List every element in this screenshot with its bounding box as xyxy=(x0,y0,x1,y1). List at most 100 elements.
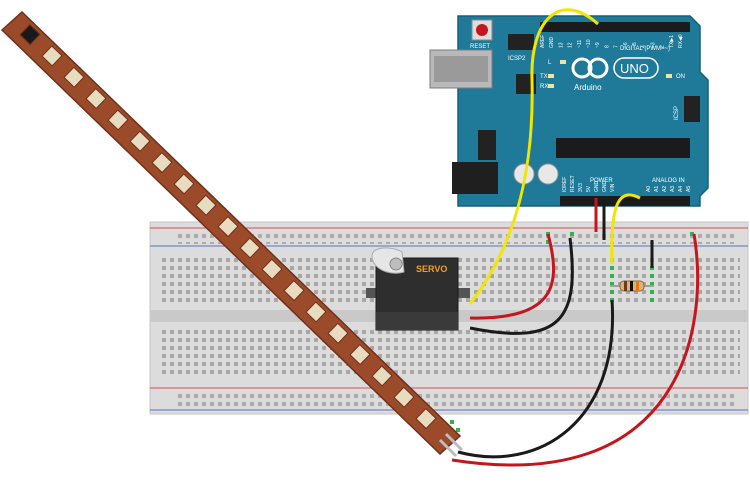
power-analog-header xyxy=(560,196,690,206)
digital-pin-label-15: RX◀0 xyxy=(678,34,684,48)
led-tx-label: TX xyxy=(540,74,548,80)
signal-wire-servo xyxy=(468,8,599,305)
power-pin-label-2: 3V3 xyxy=(578,183,584,192)
analog-pin-label-3: A3 xyxy=(670,186,676,192)
reset-button-cap xyxy=(476,24,488,36)
flex-segment xyxy=(41,45,63,67)
flex-segment xyxy=(349,343,371,366)
digital-pin-label-2: 13 xyxy=(558,42,564,48)
flex-segment xyxy=(151,151,173,174)
analog-label: ANALOG IN xyxy=(652,178,685,184)
capacitor-2 xyxy=(537,163,559,185)
flex-segment xyxy=(129,130,151,152)
flex-segment xyxy=(327,322,349,344)
analog-pin-label-2: A2 xyxy=(662,186,668,192)
uno-badge xyxy=(613,57,659,79)
led-l xyxy=(560,60,566,64)
flex-segment xyxy=(195,194,217,216)
wires xyxy=(451,8,700,467)
analog-pin-label-1: A1 xyxy=(654,186,660,192)
digital-pin-label-7: 8 xyxy=(604,45,610,48)
power-pin-label-4: GND xyxy=(594,181,600,193)
led-l-label: L xyxy=(548,60,552,66)
flex-segment xyxy=(107,109,129,131)
ground-wire-flex xyxy=(457,299,615,459)
led-rx xyxy=(548,84,554,88)
digital-pin-label-5: ~10 xyxy=(586,39,592,48)
top-rail-holes xyxy=(176,230,736,244)
power-wire-servo xyxy=(469,233,556,320)
icsp-label: ICSP xyxy=(674,106,680,120)
on-label: ON xyxy=(676,74,685,80)
flex-segment xyxy=(239,237,261,259)
power-label: POWER xyxy=(590,178,613,184)
digital-label: DIGITAL (PWM=~) xyxy=(620,46,670,52)
flex-segment xyxy=(305,301,327,323)
servo-motor: SERVO xyxy=(366,247,470,331)
flex-segment xyxy=(19,23,41,46)
flex-sensor xyxy=(0,10,464,458)
signal-wire-analog xyxy=(610,193,641,265)
digital-pin-label-14: TX▶1 xyxy=(669,35,675,48)
brand-label: Arduino xyxy=(574,83,602,92)
flex-sensor-segments xyxy=(19,23,437,430)
digital-pin-label-10: ~5 xyxy=(632,42,638,48)
resistor xyxy=(610,280,654,292)
bottom-rail-holes xyxy=(176,392,736,406)
flex-segment xyxy=(63,66,85,88)
digital-pin-label-0: AREF xyxy=(540,35,546,48)
ground-wire-servo xyxy=(469,237,574,335)
bottom-terminal-holes xyxy=(160,328,740,376)
voltage-regulator xyxy=(478,130,496,160)
flex-segment xyxy=(261,258,283,280)
analog-pin-label-0: A0 xyxy=(646,186,652,192)
led-on xyxy=(666,74,672,78)
servo-shaft xyxy=(389,257,403,271)
flex-segment xyxy=(415,407,437,430)
icsp-header xyxy=(684,96,700,122)
power-pin-label-6: VIN xyxy=(610,183,616,192)
atmega-microcontroller xyxy=(556,138,690,158)
power-pin-label-5: GND xyxy=(602,181,608,193)
servo-tab-right xyxy=(456,288,470,298)
digital-pin-label-3: 12 xyxy=(568,42,574,48)
digital-pin-label-6: ~9 xyxy=(595,42,601,48)
power-pin-label-0: IOREF xyxy=(562,177,568,192)
power-wire-flex xyxy=(451,233,700,467)
digital-pin-label-4: ~11 xyxy=(577,40,583,48)
icsp2-label: ICSP2 xyxy=(508,56,526,62)
analog-pin-label-4: A4 xyxy=(678,186,684,192)
power-jack xyxy=(452,162,498,194)
digital-pin-label-9: ~6 xyxy=(623,42,629,48)
digital-pin-label-12: ~3 xyxy=(650,42,656,48)
board-name: UNO xyxy=(620,61,649,76)
led-rx-label: RX xyxy=(540,84,548,90)
flex-segment xyxy=(217,215,239,238)
digital-header xyxy=(540,22,690,32)
flex-segment xyxy=(283,279,305,302)
servo-tab-left xyxy=(366,288,380,298)
flex-segment xyxy=(393,386,415,408)
flex-lead-1 xyxy=(438,438,458,458)
servo-base xyxy=(376,312,458,330)
digital-pin-label-11: 4 xyxy=(641,45,647,48)
digital-pin-label-1: GND xyxy=(549,37,555,49)
usb-port-inner xyxy=(434,56,488,82)
servo-label: SERVO xyxy=(416,264,447,274)
reset-label: RESET xyxy=(470,44,490,50)
flex-lead-2 xyxy=(444,432,464,452)
flex-segment xyxy=(85,87,107,110)
flex-segment xyxy=(173,173,195,195)
flex-segment xyxy=(371,365,393,387)
led-tx xyxy=(548,74,554,78)
power-pin-label-3: 5V xyxy=(586,185,592,192)
analog-pin-label-5: A5 xyxy=(686,186,692,192)
power-pin-label-1: RESET xyxy=(570,175,576,192)
digital-pin-label-8: 7 xyxy=(614,45,620,48)
icsp2-header xyxy=(508,34,534,50)
digital-pin-label-13: 2 xyxy=(660,45,666,48)
